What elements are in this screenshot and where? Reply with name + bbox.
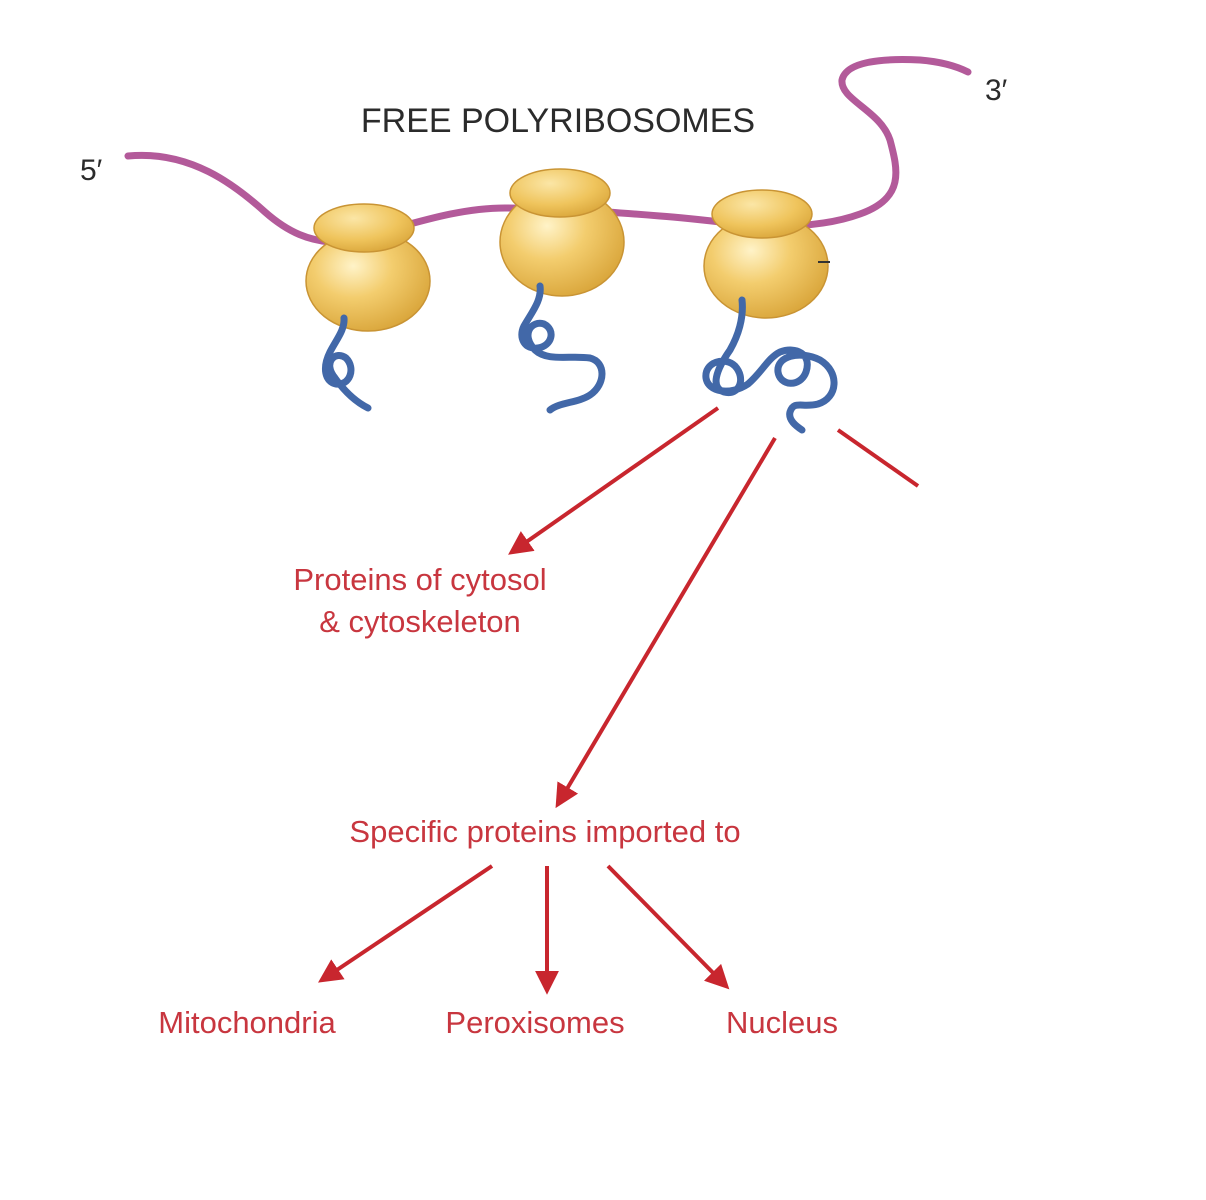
ribosome — [499, 168, 625, 297]
nucleus-label: Nucleus — [726, 1005, 838, 1040]
peroxisomes-label: Peroxisomes — [445, 1005, 624, 1040]
cytosol-label-line1: Proteins of cytosol — [293, 562, 546, 597]
arrow-partial — [836, 428, 920, 488]
five-prime-label: 5′ — [80, 154, 103, 187]
mitochondria-label: Mitochondria — [158, 1005, 336, 1040]
cytosol-label-line2: & cytoskeleton — [319, 604, 521, 639]
arrow-to-cytosol — [508, 406, 720, 555]
ribosome — [703, 189, 830, 319]
ribosome — [305, 203, 431, 332]
three-prime-label: 3′ — [985, 74, 1008, 107]
nascent-protein-chain — [321, 314, 372, 412]
imported-label: Specific proteins imported to — [349, 814, 740, 849]
diagram-title: FREE POLYRIBOSOMES — [361, 102, 755, 140]
nascent-protein-chain — [518, 282, 606, 414]
arrow-to-imported — [555, 436, 777, 809]
nascent-protein-chain — [702, 296, 838, 434]
arrow-to-mitochondria — [318, 864, 494, 983]
arrow-to-nucleus — [606, 864, 730, 990]
